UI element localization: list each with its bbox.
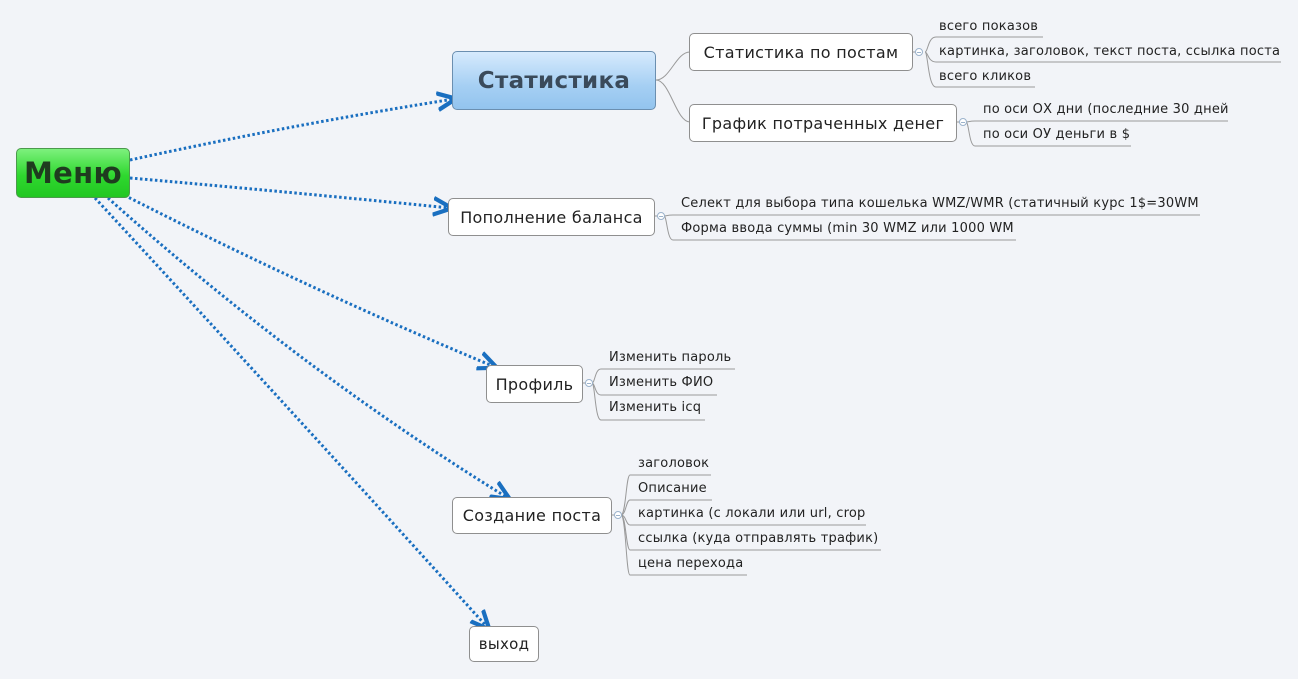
leaf-post-link[interactable]: ссылка (куда отправлять трафик) <box>638 531 879 546</box>
arrow-to-logout <box>93 196 488 628</box>
arrow-to-profile <box>119 191 495 367</box>
leaf-total-clicks[interactable]: всего кликов <box>939 69 1032 84</box>
subtopic-spending-graph[interactable]: График потраченных денег <box>689 104 957 142</box>
arrow-to-create-post <box>106 196 508 498</box>
leaf-wallet-select[interactable]: Селект для выбора типа кошелька WMZ/WMR … <box>681 196 1198 211</box>
leaf-change-icq[interactable]: Изменить icq <box>609 400 702 415</box>
leaf-post-description[interactable]: Описание <box>638 481 707 496</box>
collapse-toggle-icon[interactable] <box>959 118 967 126</box>
collapse-toggle-icon[interactable] <box>585 379 593 387</box>
leaf-post-title[interactable]: заголовок <box>638 456 710 471</box>
topic-statistics[interactable]: Статистика <box>452 51 656 110</box>
subtopic-post-statistics[interactable]: Статистика по постам <box>689 33 913 71</box>
leaf-change-name[interactable]: Изменить ФИО <box>609 375 714 390</box>
arrow-to-stats <box>129 99 454 162</box>
arrow-to-balance <box>129 176 450 208</box>
leaf-total-views[interactable]: всего показов <box>939 19 1039 34</box>
leaf-change-password[interactable]: Изменить пароль <box>609 350 732 365</box>
root-topic-menu[interactable]: Меню <box>16 148 130 198</box>
collapse-toggle-icon[interactable] <box>614 511 622 519</box>
topic-create-post[interactable]: Создание поста <box>452 497 612 534</box>
leaf-click-price[interactable]: цена перехода <box>638 556 744 571</box>
leaf-post-image[interactable]: картинка (с локали или url, crop <box>638 506 866 521</box>
leaf-post-fields[interactable]: картинка, заголовок, текст поста, ссылка… <box>939 44 1281 59</box>
leaf-amount-form[interactable]: Форма ввода суммы (min 30 WMZ или 1000 W… <box>681 221 1014 236</box>
collapse-toggle-icon[interactable] <box>657 212 665 220</box>
topic-logout[interactable]: выход <box>469 626 539 662</box>
topic-profile[interactable]: Профиль <box>486 365 583 403</box>
topic-top-up-balance[interactable]: Пополнение баланса <box>448 198 655 236</box>
leaf-y-axis[interactable]: по оси ОУ деньги в $ <box>983 127 1131 142</box>
leaf-x-axis[interactable]: по оси ОХ дни (последние 30 дней <box>983 102 1229 117</box>
collapse-toggle-icon[interactable] <box>915 48 923 56</box>
